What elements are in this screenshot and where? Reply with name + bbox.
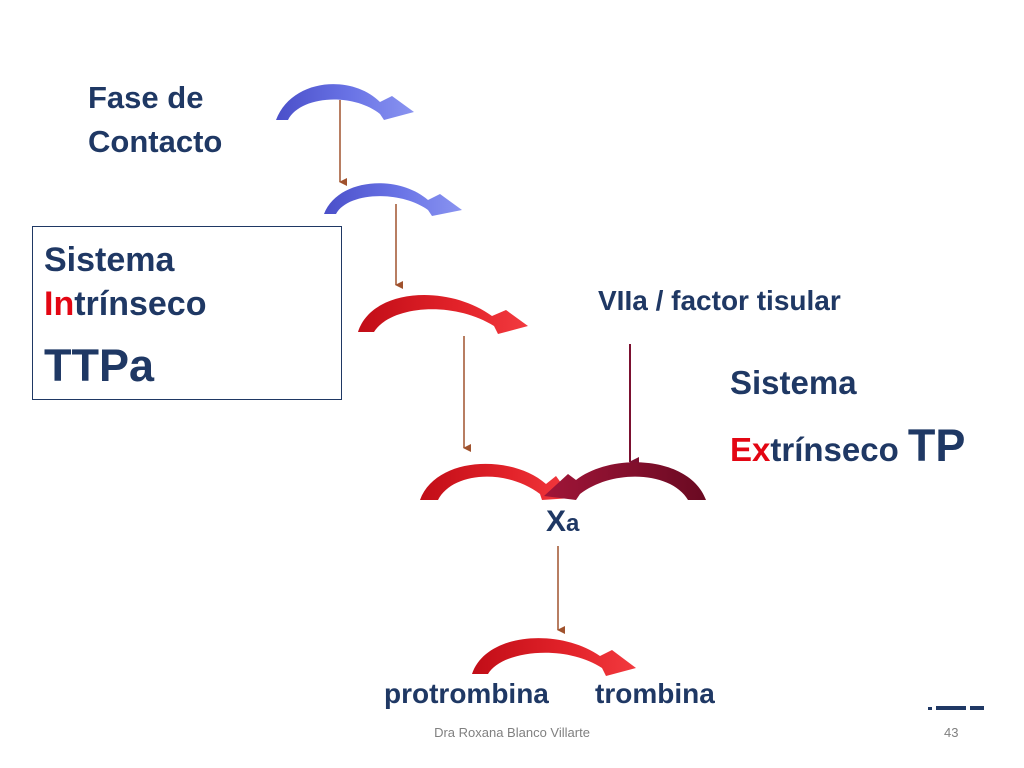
extrinsic-convergence-arrow [544, 462, 706, 500]
tp-label: TP [907, 420, 966, 471]
decorative-mark-icon [928, 706, 984, 710]
intrinsic-convergence-arrow [420, 463, 572, 500]
intrinsic-line1: Sistema [44, 241, 175, 279]
factor-xa-sub: a [566, 510, 580, 537]
intrinsic-line2: Intrínseco [44, 282, 206, 326]
extrinsic-line1: Sistema [730, 364, 857, 401]
page-number: 43 [944, 725, 959, 740]
contact-phase-curved-arrow [276, 84, 414, 120]
intrinsic-rest: trínseco [74, 285, 207, 323]
contact-phase-line2: Contacto [88, 124, 223, 159]
prothrombin-label: protrombina [384, 678, 549, 709]
footer-author: Dra Roxana Blanco Villarte [434, 725, 590, 740]
factor-xa-main: X [546, 505, 567, 538]
extrinsic-line2: Extrínseco TP [730, 420, 965, 472]
ttpa-label: TTPa [44, 340, 155, 391]
intrinsic-system-label: Sistema Intrínseco [44, 238, 206, 326]
intrinsic-system-box [32, 226, 342, 400]
contact-phase-label: Fase de Contacto [88, 76, 222, 164]
intrinsic-prefix: In [44, 285, 75, 323]
prothrombin-conversion-arrow [472, 638, 636, 676]
intrinsic-curved-arrow [358, 295, 528, 334]
extrinsic-rest: trínseco [770, 431, 908, 468]
second-curved-arrow [324, 183, 462, 216]
tissue-factor-label: VIIa / factor tisular [598, 285, 841, 316]
extrinsic-prefix: Ex [730, 431, 771, 468]
thrombin-label: trombina [595, 678, 715, 709]
factor-xa-label: Xa [546, 505, 579, 539]
contact-phase-line1: Fase de [88, 80, 204, 115]
